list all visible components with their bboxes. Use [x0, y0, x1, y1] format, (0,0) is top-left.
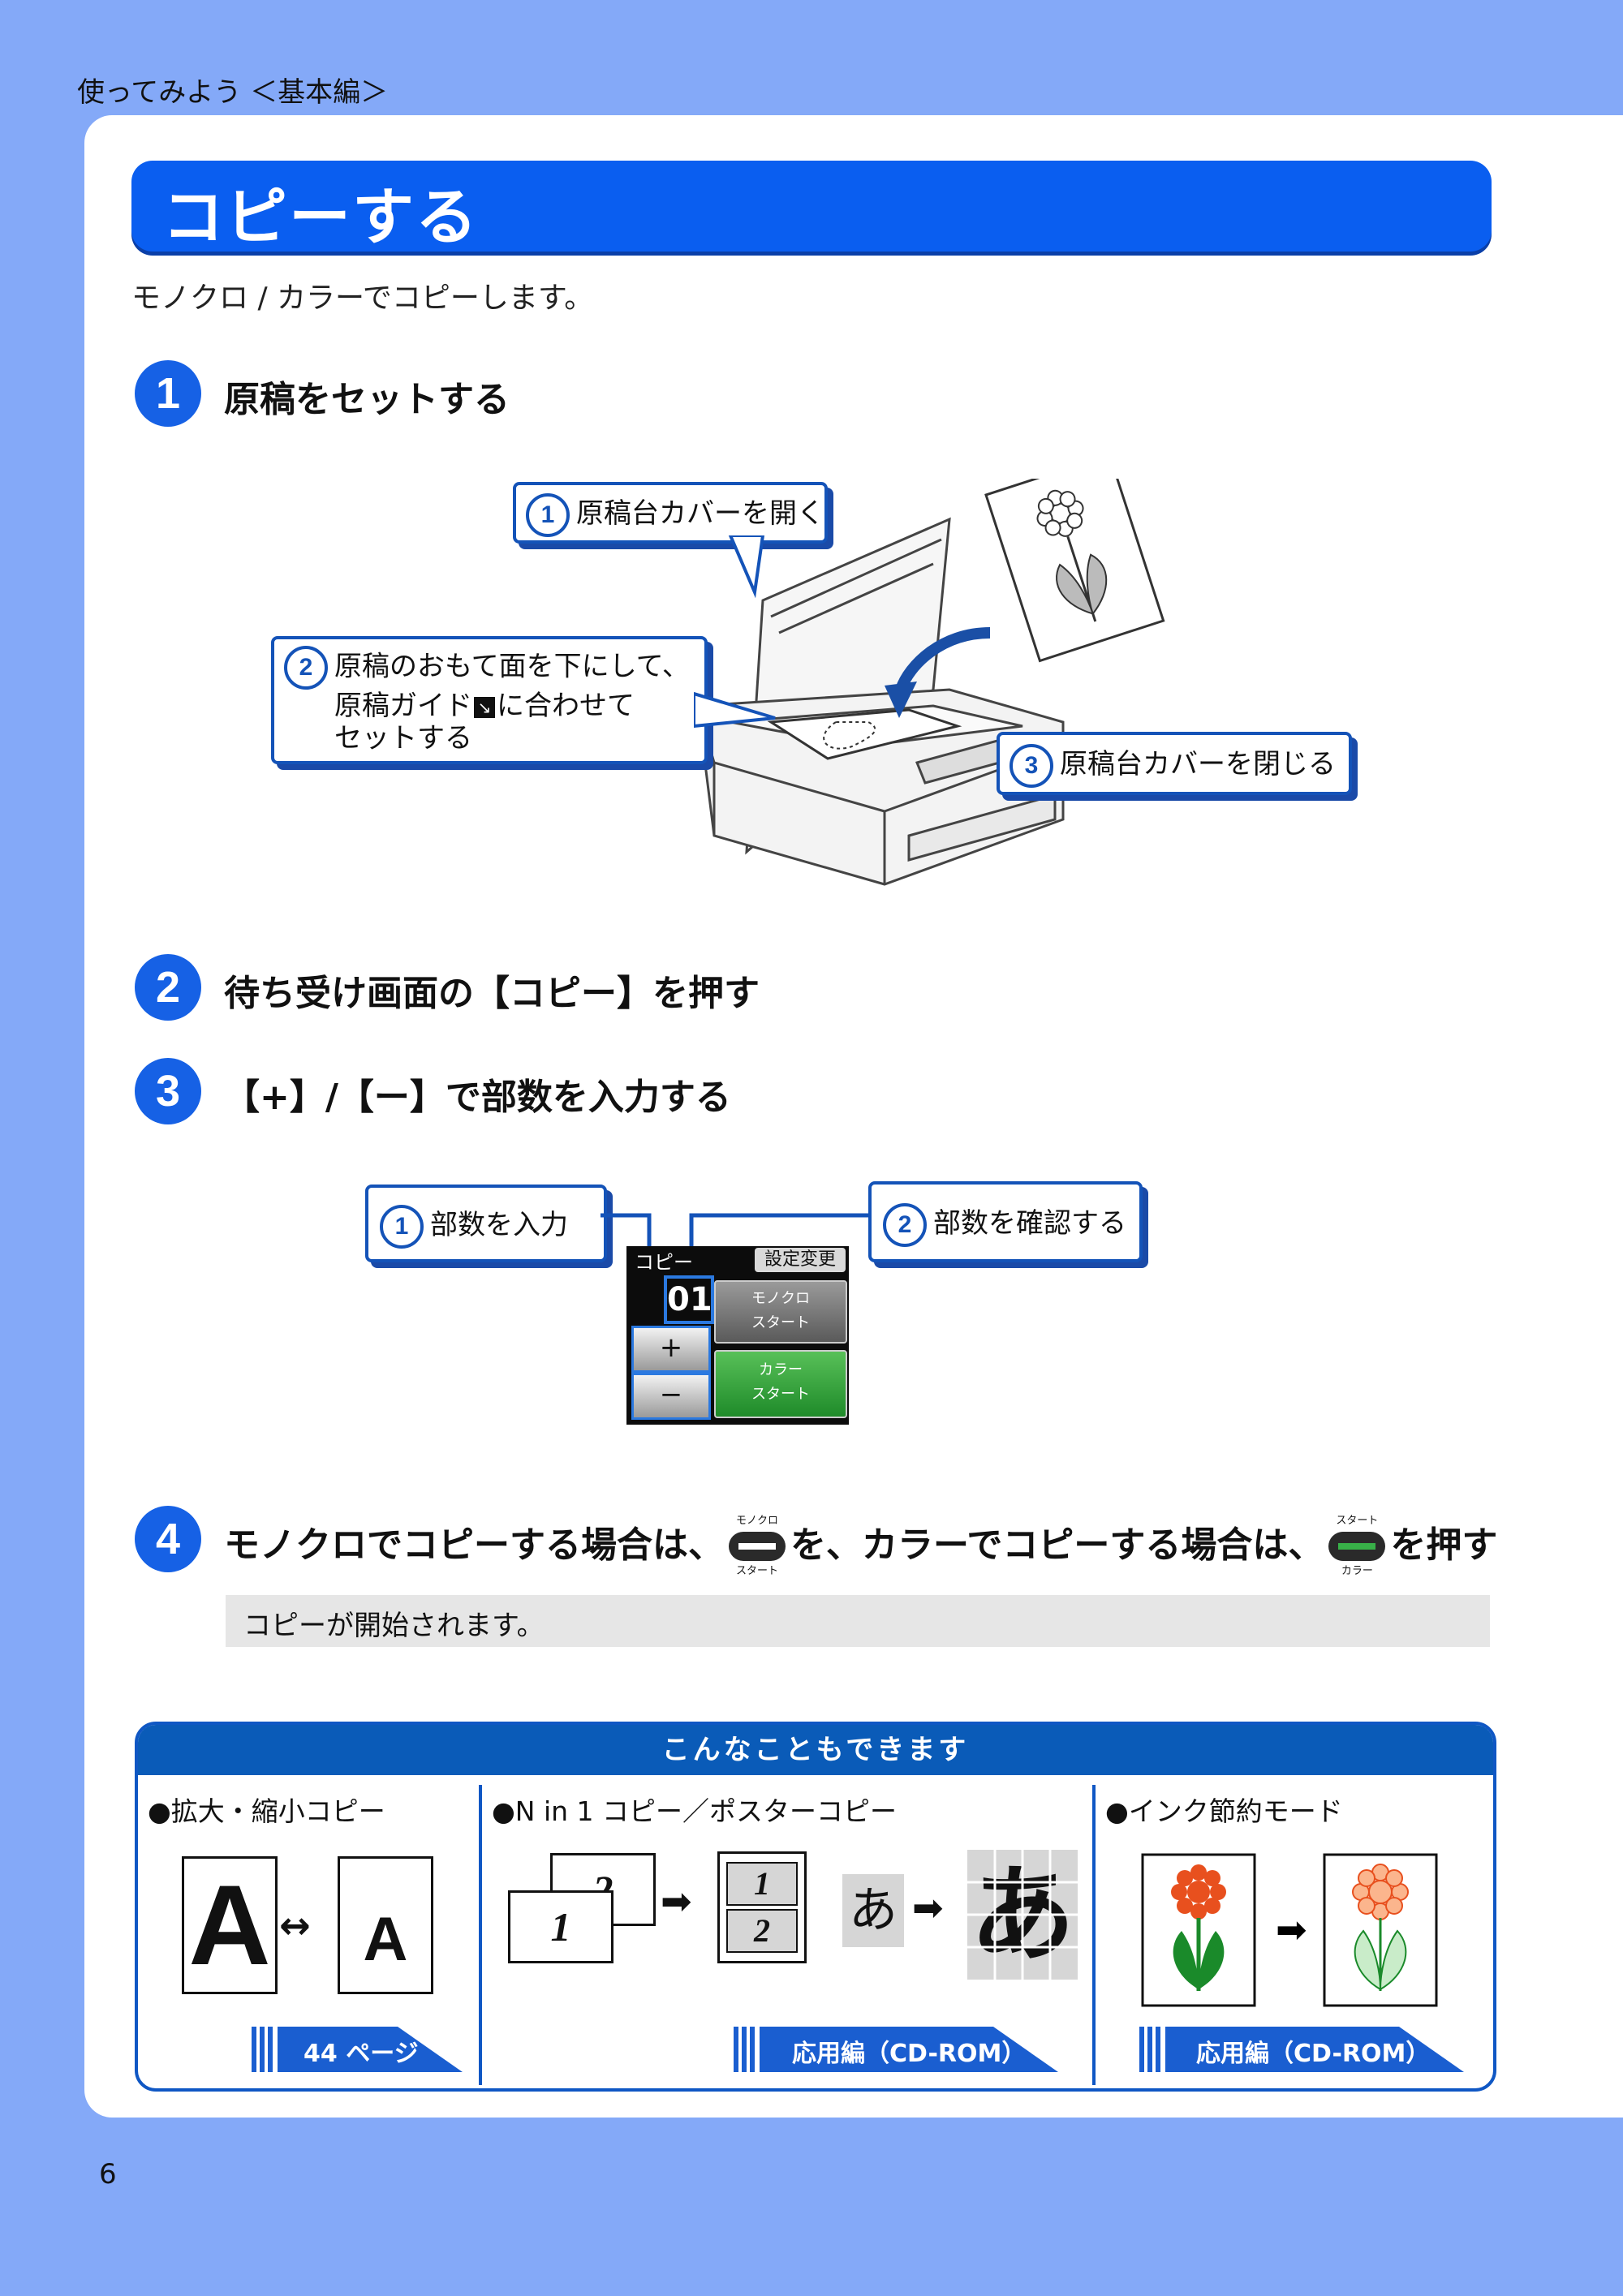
step-number-3: 3: [135, 1058, 201, 1124]
color-key-top-label: スタート: [1336, 1515, 1379, 1527]
result-note: コピーが開始されます。: [226, 1595, 1490, 1647]
kana-small: あ: [842, 1874, 904, 1947]
printer-illustration: [696, 479, 1165, 886]
link-cd-rom[interactable]: 応用編（CD-ROM）: [1196, 2040, 1431, 2068]
callout-text: 部数を入力: [430, 1209, 568, 1241]
callout-text-line2: 原稿ガイド: [334, 690, 472, 722]
callout-text: 原稿台カバーを閉じる: [1060, 748, 1336, 780]
link-44-page[interactable]: 44 ページ: [304, 2040, 419, 2068]
callout-number: 3: [1010, 743, 1053, 788]
feature-title-ink-saver: ●インク節約モード: [1105, 1795, 1343, 1827]
callout-pointer: [694, 691, 776, 729]
step-number-1: 1: [135, 360, 201, 427]
combined-page-2: 2: [726, 1909, 798, 1953]
column-divider: [1092, 1785, 1096, 2085]
lcd-screen: コピー 設定変更 01 + − モノクロ スタート カラー スタート: [626, 1246, 849, 1425]
callout-text-line3: セットする: [334, 722, 472, 755]
step-1-text: 原稿をセットする: [224, 379, 510, 420]
step-4-text-a: モノクロでコピーする場合は、: [224, 1524, 724, 1566]
intro-text: モノクロ / カラーでコピーします。: [131, 282, 594, 315]
color-start-line2: スタート: [751, 1386, 810, 1403]
ink-saver-illustration: ➡: [1141, 1853, 1438, 2007]
step-2-text: 待ち受け画面の【コピー】を押す: [224, 973, 760, 1014]
callout-number: 2: [883, 1202, 927, 1247]
callout-text: 部数を確認する: [933, 1207, 1126, 1240]
combined-page: 1 2: [717, 1851, 807, 1963]
title-band: [131, 161, 1492, 252]
step-number-2: 2: [135, 954, 201, 1021]
mono-start-key-icon: モノクロ スタート: [724, 1516, 790, 1577]
minus-button[interactable]: −: [631, 1373, 711, 1420]
large-page: A: [182, 1856, 278, 1994]
copy-count: 01: [664, 1275, 714, 1324]
small-letter: A: [363, 1905, 408, 1974]
mono-key-bottom-label: スタート: [735, 1565, 778, 1577]
mono-start-line2: スタート: [751, 1314, 810, 1331]
step-number-4: 4: [135, 1506, 201, 1572]
page-1: 1: [508, 1890, 613, 1963]
result-note-text: コピーが開始されます。: [243, 1610, 545, 1642]
panel-header: こんなこともできます: [138, 1725, 1493, 1775]
link-tag-graphic: [734, 2027, 1058, 2072]
double-arrow-icon: ↔: [279, 1903, 311, 1947]
page-title: コピーする: [162, 181, 479, 253]
color-start-button[interactable]: カラー スタート: [714, 1350, 847, 1418]
callout-number: 1: [526, 492, 570, 537]
link-cd-rom[interactable]: 応用編（CD-ROM）: [792, 2040, 1027, 2068]
callout-number: 1: [380, 1204, 424, 1249]
mono-start-line1: モノクロ: [751, 1290, 810, 1307]
callout-pointer: [728, 535, 765, 599]
column-divider: [479, 1785, 482, 2085]
right-arrow-icon: ➡: [661, 1879, 692, 1923]
feature-title-resize: ●拡大・縮小コピー: [148, 1795, 385, 1827]
page-1-number: 1: [550, 1904, 571, 1950]
mono-start-button[interactable]: モノクロ スタート: [714, 1280, 847, 1344]
callout-text: 原稿台カバーを開く: [576, 497, 824, 530]
color-start-key-icon: スタート カラー: [1324, 1516, 1390, 1577]
poster-grid: [967, 1850, 1078, 1980]
color-start-line1: カラー: [759, 1361, 803, 1378]
step-3-text: 【+】/【ー】で部数を入力する: [224, 1077, 731, 1118]
feature-title-nin1: ●N in 1 コピー／ポスターコピー: [492, 1795, 898, 1827]
step-4-text-b: を、カラーでコピーする場合は、: [790, 1524, 1324, 1566]
combined-page-1: 1: [726, 1862, 798, 1906]
small-page: A: [338, 1856, 433, 1994]
callout-text-line1: 原稿のおもて面を下にして、: [334, 650, 690, 683]
big-letter: A: [188, 1861, 271, 1989]
more-features-panel: こんなこともできます ●拡大・縮小コピー A ↔ A 44 ページ ●N in …: [135, 1722, 1496, 2092]
page-number: 6: [99, 2158, 117, 2191]
mono-key-top-label: モノクロ: [735, 1515, 778, 1527]
settings-button[interactable]: 設定変更: [755, 1248, 846, 1272]
plus-button[interactable]: +: [631, 1326, 711, 1373]
step-4-text: モノクロでコピーする場合は、 モノクロ スタート を、カラーでコピーする場合は、…: [224, 1516, 1498, 1577]
right-arrow-icon: ➡: [912, 1885, 944, 1929]
step-4-text-c: を押す: [1390, 1524, 1498, 1566]
link-tag-graphic: [1139, 2027, 1464, 2072]
lcd-title: コピー: [635, 1251, 693, 1274]
section-label: 使ってみよう ＜基本編＞: [77, 76, 389, 109]
callout-text-line2b: に合わせて: [497, 690, 635, 722]
callout-number: 2: [284, 646, 328, 690]
link-tag-graphic: [252, 2027, 463, 2072]
svg-text:➡: ➡: [1276, 1907, 1307, 1951]
color-key-bottom-label: カラー: [1341, 1565, 1373, 1577]
original-guide-arrow-icon: ↘: [474, 696, 495, 718]
